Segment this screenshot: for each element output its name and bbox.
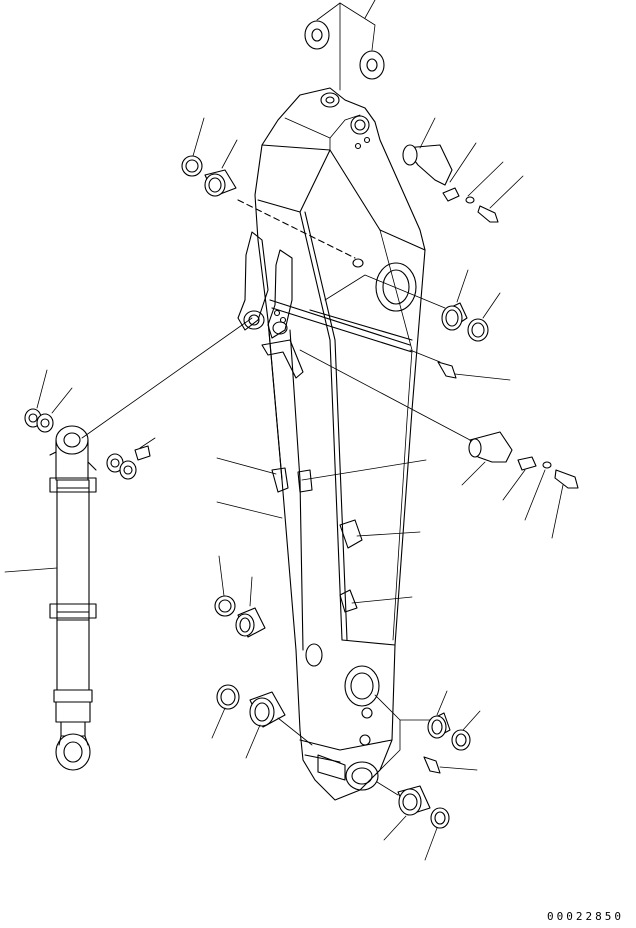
grease-fitting-lower: [423, 756, 441, 774]
side-boss: [339, 519, 363, 549]
lower-right-bushings: [374, 690, 481, 861]
top-pin-bore: [350, 115, 370, 135]
lock-plate: [517, 456, 537, 471]
cylinder-shims: [24, 317, 253, 480]
dashed-leader: [237, 199, 356, 259]
hose-clip: [271, 467, 289, 493]
arm-outline: [254, 87, 426, 801]
seal: [214, 595, 236, 617]
grease-fitting-upper: [409, 349, 511, 381]
center-pin-bore: [375, 262, 417, 312]
lower-pin-bore: [344, 665, 380, 707]
side-boss: [339, 589, 358, 613]
top-shims: [304, 0, 385, 91]
left-top-bushing: [181, 117, 238, 197]
washer: [542, 461, 552, 469]
bolt: [554, 469, 579, 489]
arm-leaders: [216, 457, 427, 604]
seal: [430, 807, 450, 829]
top-pin-boss: [320, 92, 340, 108]
seal: [216, 684, 240, 710]
end-pin-bore: [345, 761, 379, 791]
hose-clip: [297, 469, 313, 493]
seal: [451, 729, 471, 751]
arm-body: [237, 87, 426, 801]
center-right-bushing: [324, 269, 501, 342]
bottom-left-bushing: [211, 684, 313, 759]
pin: [404, 144, 453, 186]
top-pin-assembly: [402, 117, 524, 223]
seal: [467, 318, 489, 342]
middle-pin-assembly: [299, 349, 579, 539]
hydraulic-cylinder: [4, 425, 97, 771]
cylinder-bracket: [237, 231, 269, 331]
drawing-number: 00022850: [547, 910, 624, 923]
seal: [181, 155, 203, 177]
washer: [465, 196, 475, 204]
pin: [469, 431, 513, 463]
lock-plate: [442, 187, 460, 202]
lower-left-bushing: [214, 555, 266, 638]
bolt: [477, 205, 499, 223]
